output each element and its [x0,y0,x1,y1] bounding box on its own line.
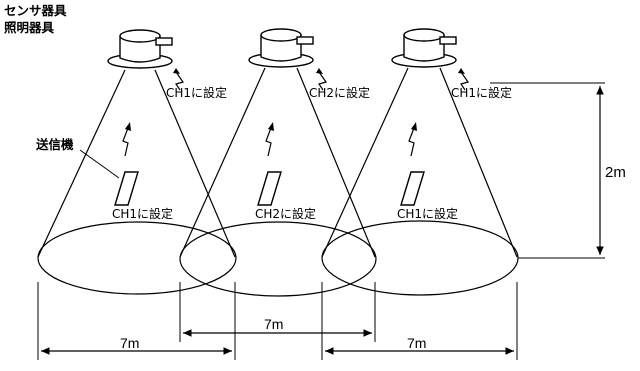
signal-arrow-transmitter-2 [265,122,274,157]
transmitter-2-channel: CH2に設定 [255,207,317,221]
sensor-fixture-3 [391,28,457,68]
coverage-ellipse-1 [37,221,237,295]
signal-arrow-fixture-3 [458,68,469,91]
coverage-ellipse-3 [321,220,519,296]
width-dimension-lines [37,282,518,360]
signal-arrow-transmitter-3 [408,122,417,157]
light-cone-3 [321,67,518,258]
width-label-1: 7m [120,335,140,351]
transmitter-3 [400,171,425,206]
transmitter-1-channel: CH1に設定 [112,207,174,221]
transmitter-label: 送信機 [36,137,74,152]
transmitter-1 [114,171,139,206]
transmitter-leader-line [79,149,120,179]
fixture-3-channel: CH1に設定 [451,86,513,100]
signal-arrow-fixture-1 [173,68,184,91]
height-dimension [490,82,605,259]
height-label: 2m [605,164,626,181]
width-label-2: 7m [264,316,284,332]
coverage-ellipse-2 [179,221,377,297]
light-cone-1 [37,69,236,258]
signal-arrow-transmitter-1 [122,122,131,157]
sensor-fixture-1 [107,29,173,69]
signal-arrow-fixture-2 [316,68,327,91]
sensor-fixture-2 [248,28,314,68]
lighting-fixture-label: 照明器具 [4,20,55,35]
transmitter-3-channel: CH1に設定 [397,207,459,221]
light-cone-2 [179,67,376,258]
width-label-3: 7m [407,335,427,351]
fixture-1-channel: CH1に設定 [166,86,228,100]
transmitter-2 [257,171,282,206]
sensor-fixture-label: センサ器具 [4,3,67,18]
fixture-2-channel: CH2に設定 [309,86,371,100]
